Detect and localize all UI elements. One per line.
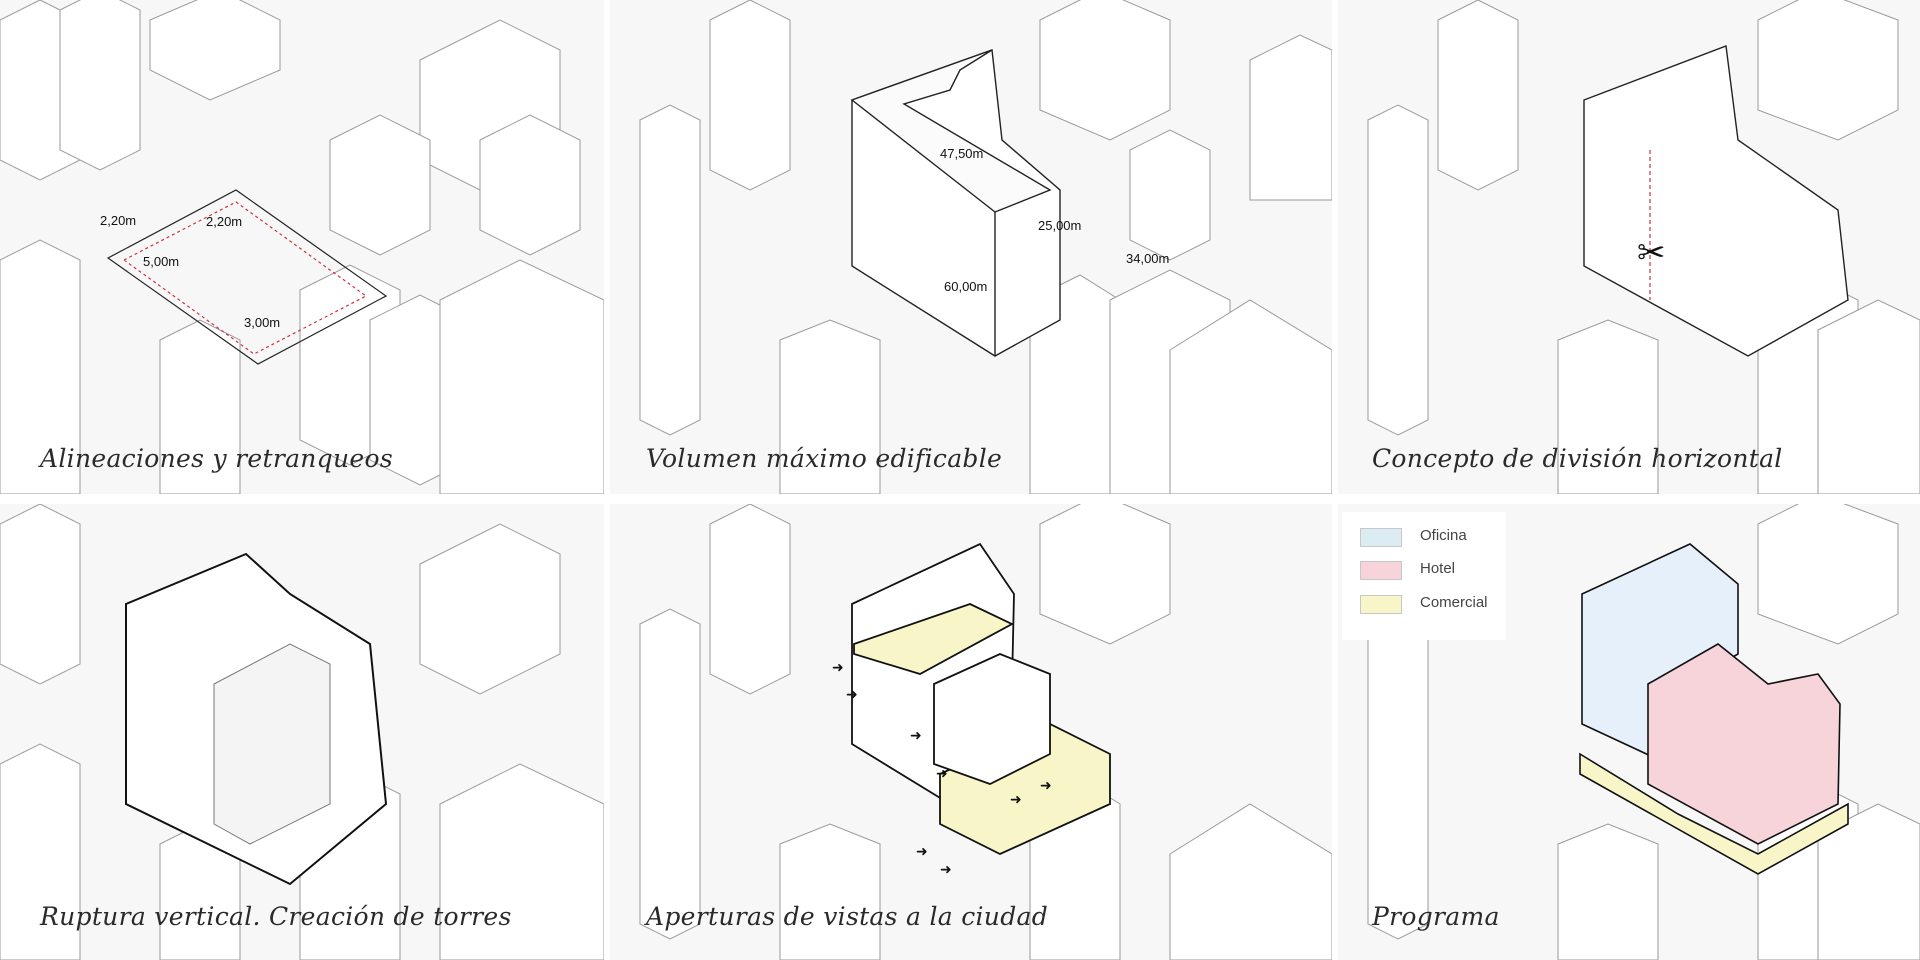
- arrow-icon: ➜: [1040, 778, 1052, 794]
- context-building: [1129, 129, 1211, 261]
- panel-caption: Alineaciones y retranqueos: [40, 444, 393, 473]
- arrow-icon: ➜: [936, 766, 948, 782]
- panel-caption: Volumen máximo edificable: [646, 444, 1003, 473]
- arrow-icon: ➜: [1010, 792, 1022, 808]
- legend-label: Comercial: [1420, 594, 1488, 611]
- tower-volume-right: [213, 643, 331, 845]
- dimension-label: 60,00m: [944, 279, 988, 294]
- dimension-label: 2,20m: [206, 214, 243, 229]
- context-building: [0, 743, 81, 960]
- context-building: [329, 114, 431, 256]
- panel-3-drawing: ✂: [1367, 0, 1920, 494]
- commercial-band: [853, 603, 1014, 675]
- arrow-icon: ➜: [940, 862, 952, 878]
- panel-division: ✂ Concepto de división horizontal: [1338, 0, 1920, 494]
- panel-aperturas: ➜ ➜ ➜ ➜ ➜ ➜ ➜ ➜ Aperturas de vistas a la…: [610, 504, 1332, 960]
- legend-label: Oficina: [1420, 527, 1467, 544]
- panel-caption: Aperturas de vistas a la ciudad: [646, 902, 1049, 931]
- dimension-label: 25,00m: [1038, 218, 1082, 233]
- context-building: [479, 114, 581, 256]
- panel-caption: Ruptura vertical. Creación de torres: [40, 902, 512, 931]
- context-building: [1757, 504, 1899, 645]
- context-building: [709, 504, 791, 695]
- program-legend: Oficina Hotel Comercial: [1342, 512, 1506, 640]
- context-building: [1817, 299, 1920, 494]
- context-building: [1437, 0, 1519, 191]
- context-building: [419, 523, 561, 695]
- legend-swatch-hotel: [1360, 561, 1402, 580]
- context-building: [1367, 104, 1429, 436]
- context-building: [149, 0, 281, 101]
- context-building: [639, 608, 701, 940]
- panel-5-drawing: ➜ ➜ ➜ ➜ ➜ ➜ ➜ ➜: [639, 504, 1332, 960]
- context-building: [1367, 608, 1429, 940]
- arrow-icon: ➜: [916, 844, 928, 860]
- context-building: [0, 239, 81, 494]
- arrow-icon: ➜: [846, 687, 858, 703]
- context-building: [1039, 504, 1171, 645]
- panel-volumen: 47,50m 25,00m 34,00m 60,00m Volumen máxi…: [610, 0, 1332, 494]
- panel-1-drawing: [0, 0, 604, 494]
- context-building: [439, 259, 604, 494]
- context-building: [1169, 803, 1332, 960]
- scissors-icon: ✂: [1637, 233, 1666, 273]
- context-building: [639, 104, 701, 436]
- max-volume-top: [850, 49, 1052, 213]
- context-building: [1249, 34, 1332, 201]
- legend-swatch-comercial: [1360, 595, 1402, 614]
- context-building: [1039, 0, 1171, 141]
- context-building: [439, 763, 604, 960]
- context-building: [0, 504, 81, 685]
- context-building: [59, 0, 141, 171]
- arrow-icon: ➜: [910, 728, 922, 744]
- panel-4-drawing: [0, 504, 604, 960]
- panel-ruptura: Ruptura vertical. Creación de torres: [0, 504, 604, 960]
- context-building: [1757, 0, 1899, 141]
- dimension-label: 2,20m: [100, 213, 137, 228]
- dimension-label: 5,00m: [143, 254, 180, 269]
- view-opening-block: [933, 653, 1051, 785]
- panel-caption: Programa: [1372, 902, 1500, 931]
- context-building: [779, 823, 881, 960]
- context-building: [709, 0, 791, 191]
- context-building: [159, 319, 241, 494]
- commercial-base: [1579, 752, 1849, 875]
- setback-line: [122, 201, 368, 355]
- legend-swatch-oficina: [1360, 528, 1402, 547]
- context-building: [1169, 299, 1332, 494]
- dimension-label: 34,00m: [1126, 251, 1170, 266]
- site-outline: [106, 189, 388, 365]
- context-building: [1557, 823, 1659, 960]
- panel-2-drawing: [639, 0, 1332, 494]
- panel-caption: Concepto de división horizontal: [1372, 444, 1783, 473]
- panel-6-drawing: [1367, 504, 1920, 960]
- dimension-label: 3,00m: [244, 315, 281, 330]
- hotel-tower: [1647, 643, 1841, 845]
- context-building: [1557, 319, 1659, 494]
- dimension-label: 47,50m: [940, 146, 984, 161]
- context-building: [779, 319, 881, 494]
- legend-label: Hotel: [1420, 560, 1456, 577]
- panel-alineaciones: 2,20m 2,20m 5,00m 3,00m Alineaciones y r…: [0, 0, 604, 494]
- arrow-icon: ➜: [832, 660, 844, 676]
- context-building: [1817, 803, 1920, 960]
